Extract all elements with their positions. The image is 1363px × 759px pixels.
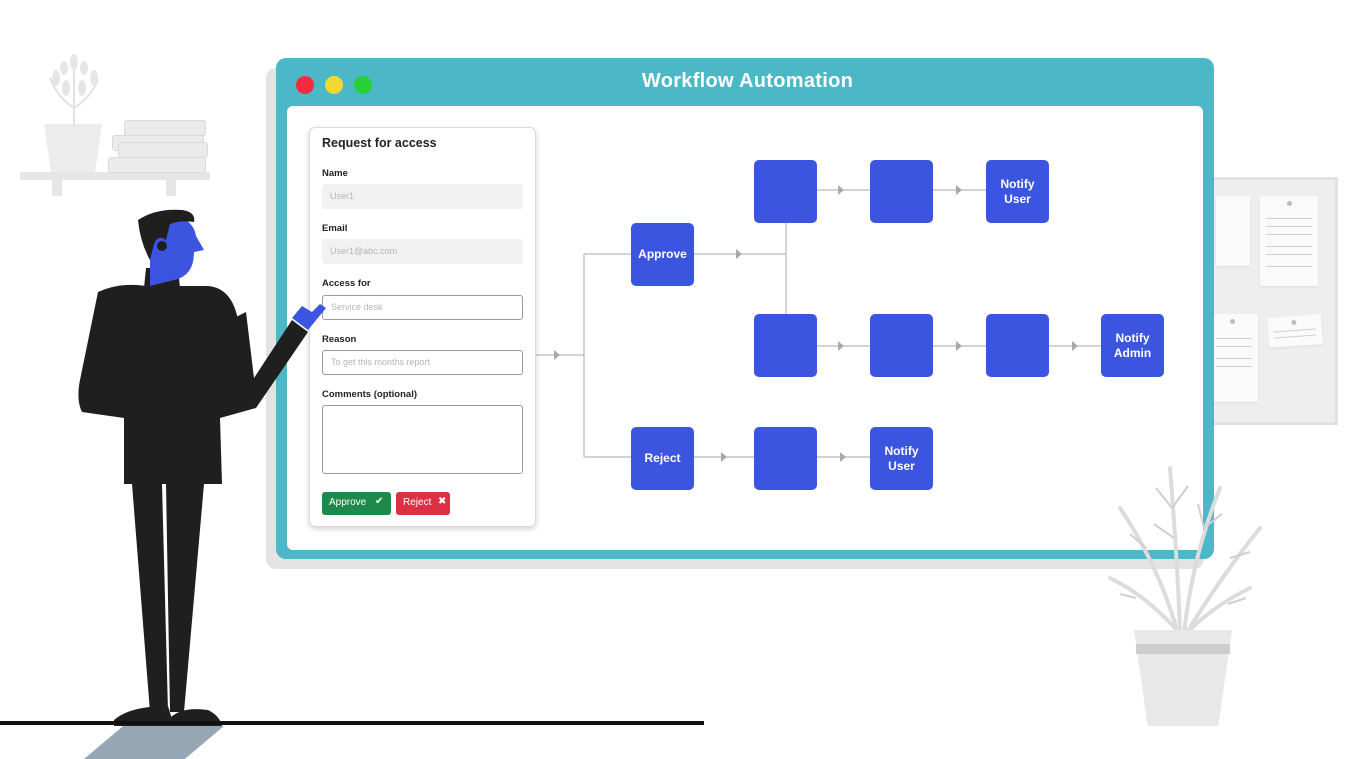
reject-node[interactable]: Reject [631, 427, 694, 490]
note-line [1216, 346, 1252, 347]
flow-step-node[interactable] [754, 427, 817, 490]
note-line [1266, 226, 1312, 227]
flow-step-node[interactable] [870, 160, 933, 223]
book [108, 157, 206, 173]
arrow-icon [838, 185, 844, 195]
note-line [1266, 218, 1312, 219]
note-line [1266, 254, 1312, 255]
note-line [1216, 366, 1252, 367]
form-title: Request for access [322, 136, 437, 150]
note-line [1266, 266, 1312, 267]
person-illustration [78, 209, 326, 726]
sticky-note [1212, 314, 1258, 402]
pot-band [1136, 644, 1230, 654]
arrow-icon [1072, 341, 1078, 351]
approve-button-label: Approve [329, 497, 367, 508]
shelf-bracket [52, 178, 62, 196]
window-title: Workflow Automation [641, 70, 854, 92]
maximize-window-button[interactable] [354, 76, 372, 94]
name-label: Name [322, 168, 348, 179]
sticky-note [1260, 196, 1318, 286]
notify-user-node[interactable]: Notify User [870, 427, 933, 490]
flow-step-node[interactable] [754, 314, 817, 377]
sticky-note [1216, 196, 1250, 266]
access-for-label: Access for [322, 278, 371, 289]
comments-textarea[interactable] [322, 405, 523, 474]
arrow-icon [554, 350, 560, 360]
minimize-window-button[interactable] [325, 76, 343, 94]
arrow-icon [721, 452, 727, 462]
arrow-icon [838, 341, 844, 351]
reject-button-label: Reject [403, 497, 432, 508]
notify-user-node[interactable]: Notify User [986, 160, 1049, 223]
flow-step-node[interactable] [754, 160, 817, 223]
pin-icon [1230, 319, 1235, 324]
arrow-icon [840, 452, 846, 462]
floor-line [0, 721, 704, 725]
wall-shelf [20, 172, 210, 180]
note-line [1216, 358, 1252, 359]
x-icon: ✖ [438, 496, 447, 507]
reason-field[interactable]: To get this months report [322, 350, 523, 375]
note-line [1266, 234, 1312, 235]
reject-button[interactable]: Reject ✖ [396, 492, 450, 515]
reason-label: Reason [322, 334, 357, 345]
flow-step-node[interactable] [986, 314, 1049, 377]
arrow-icon [736, 249, 742, 259]
flow-step-node[interactable] [870, 314, 933, 377]
arrow-icon [956, 185, 962, 195]
small-plant-pot [44, 124, 102, 172]
pin-icon [1287, 201, 1292, 206]
access-for-field[interactable]: Service desk [322, 295, 523, 320]
note-line [1266, 246, 1312, 247]
note-line [1216, 338, 1252, 339]
approve-node[interactable]: Approve [631, 223, 694, 286]
notify-admin-node[interactable]: Notify Admin [1101, 314, 1164, 377]
email-field[interactable]: User1@abc.com [322, 239, 523, 264]
approve-button[interactable]: Approve ✔ [322, 492, 391, 515]
email-label: Email [322, 223, 348, 234]
large-plant-illustration [1108, 466, 1262, 634]
comments-label: Comments (optional) [322, 389, 417, 400]
name-field[interactable]: User1 [322, 184, 523, 209]
close-window-button[interactable] [296, 76, 314, 94]
small-plant-illustration [49, 54, 99, 126]
shelf-bracket [166, 178, 176, 196]
arrow-icon [956, 341, 962, 351]
checkmark-icon: ✔ [375, 496, 384, 507]
